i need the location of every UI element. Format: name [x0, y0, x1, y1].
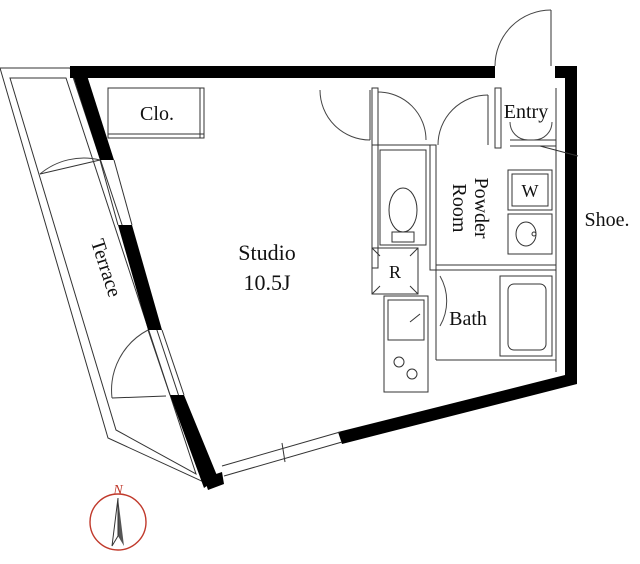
entry-door	[494, 9, 552, 67]
washer-label: W	[522, 181, 539, 201]
washbasin	[507, 213, 553, 255]
interior-walls	[371, 87, 557, 372]
studio-size-label: 10.5J	[243, 270, 291, 295]
bath-door	[439, 275, 448, 327]
exterior-walls	[70, 66, 577, 490]
entry-label: Entry	[504, 101, 548, 123]
fridge-label: R	[389, 262, 401, 282]
shoe-label: Shoe.	[585, 209, 630, 231]
hall-door	[319, 89, 371, 141]
powder-door	[437, 94, 489, 146]
bath-label: Bath	[449, 308, 487, 330]
studio-label: Studio	[238, 240, 295, 265]
closet-label: Clo.	[140, 103, 174, 125]
entry-inner-doors	[509, 121, 579, 157]
north-compass: N	[89, 483, 147, 551]
kitchen-counter	[383, 295, 429, 393]
bathtub	[499, 275, 553, 357]
bottom-window	[221, 431, 343, 477]
powder-label-line2: Room	[448, 184, 470, 233]
compass-label: N	[112, 483, 123, 498]
left-windows	[99, 159, 185, 396]
terrace-doors	[39, 157, 167, 399]
fridge	[371, 247, 419, 295]
toilet-door	[377, 91, 427, 141]
washer	[507, 169, 553, 211]
terrace-label: Terrace	[86, 236, 125, 300]
closet	[107, 87, 205, 139]
toilet-fixture	[379, 149, 427, 246]
powder-label-line1: Powder	[470, 177, 492, 238]
